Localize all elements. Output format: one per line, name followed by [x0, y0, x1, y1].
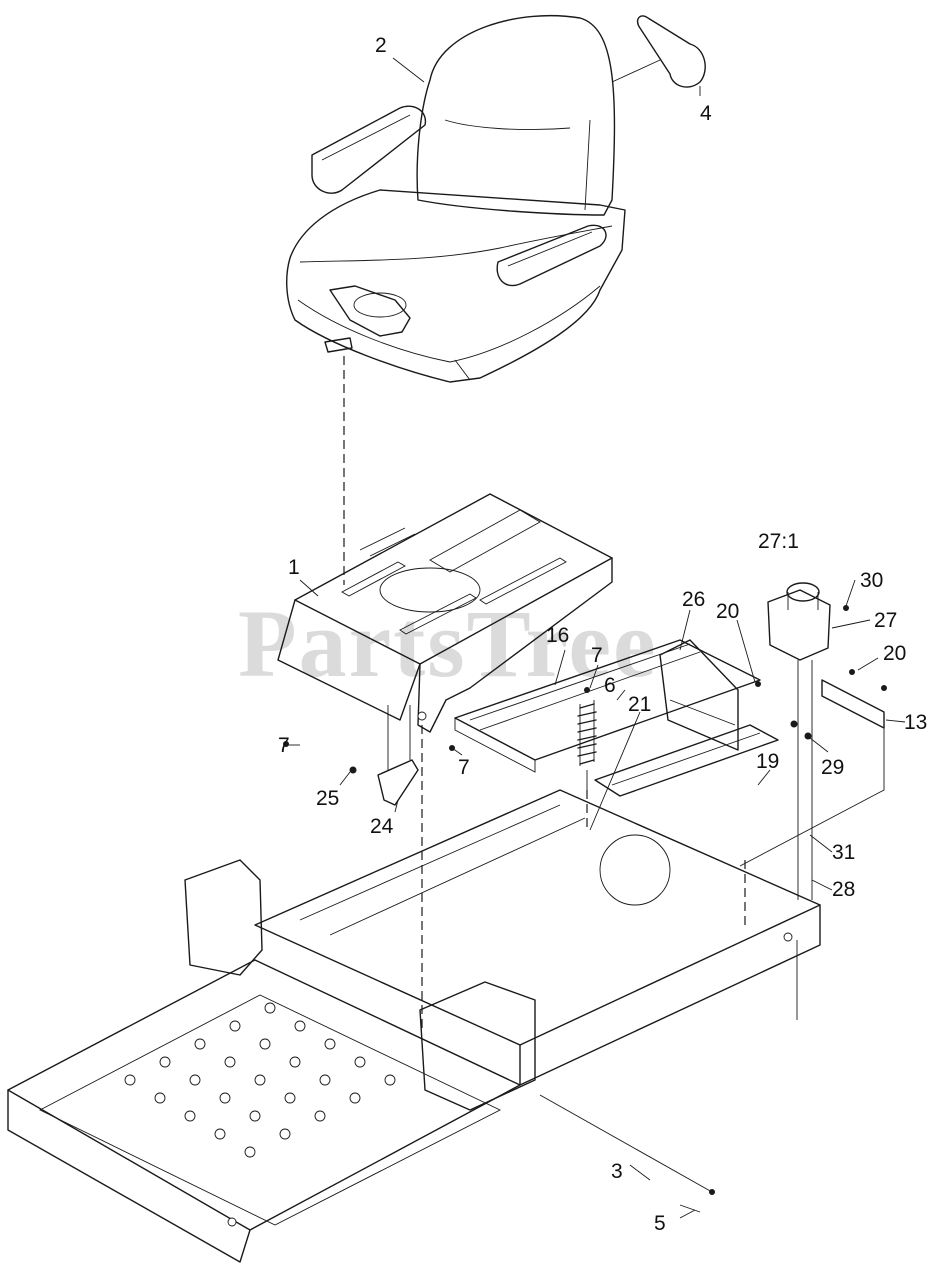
callout-7a: 7 — [591, 644, 603, 667]
callout-1: 1 — [288, 556, 300, 579]
mount-plate[interactable] — [659, 639, 761, 751]
side-bracket[interactable] — [739, 669, 887, 867]
callout-16: 16 — [546, 624, 569, 647]
seat-latch[interactable] — [283, 705, 455, 806]
callout-6: 6 — [604, 674, 616, 697]
chassis-frame[interactable] — [7, 789, 821, 1263]
callout-24: 24 — [370, 815, 394, 838]
callout-31: 31 — [832, 841, 855, 864]
callout-26: 26 — [682, 588, 705, 611]
seat-rail-channel[interactable] — [454, 639, 761, 773]
callout-7c: 7 — [458, 756, 470, 779]
callout-29: 29 — [821, 756, 844, 779]
callout-27: 27 — [874, 609, 897, 632]
callout-19: 19 — [756, 750, 779, 773]
callout-25: 25 — [316, 787, 339, 810]
callout-28: 28 — [832, 878, 855, 901]
callout-30: 30 — [860, 569, 883, 592]
callout-3: 3 — [611, 1160, 623, 1183]
callout-4: 4 — [700, 102, 712, 125]
seat-adjust-knob[interactable] — [611, 15, 706, 88]
floor-plate-holes — [124, 1002, 396, 1158]
frame-rod[interactable] — [539, 1094, 715, 1213]
callout-7b: 7 — [278, 734, 290, 757]
callout-5: 5 — [654, 1212, 666, 1235]
seat-assembly[interactable] — [286, 14, 626, 383]
leader-lines — [285, 57, 906, 1219]
callout-labels: 2 4 1 27:1 30 26 20 27 16 7 20 6 21 13 7… — [278, 34, 927, 1235]
callout-20a: 20 — [716, 600, 739, 623]
callout-13: 13 — [904, 711, 927, 734]
callout-2: 2 — [375, 34, 387, 57]
callout-20b: 20 — [883, 642, 906, 665]
rail-bracket[interactable] — [594, 724, 779, 797]
callout-27-1: 27:1 — [758, 530, 799, 553]
watermark: PartsTree — [238, 590, 658, 697]
switch-box[interactable] — [767, 582, 849, 1020]
seat-spring[interactable] — [577, 687, 597, 790]
callout-21: 21 — [628, 693, 651, 716]
seat-pan[interactable] — [277, 493, 613, 733]
